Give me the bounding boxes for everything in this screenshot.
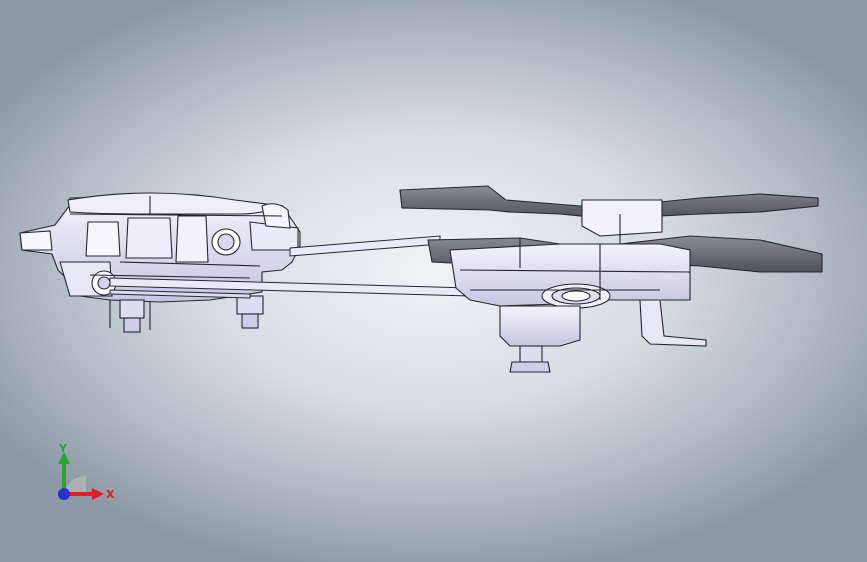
coordinate-triad: Y X [58,442,115,501]
z-axis-origin [58,488,70,500]
y-axis-arrow [58,452,70,464]
right-latch-mechanism[interactable] [399,185,823,373]
left-actuator-housing[interactable] [19,192,301,333]
y-axis-label: Y [58,442,68,455]
x-axis-arrow [92,488,104,500]
x-axis-label: X [106,488,115,501]
